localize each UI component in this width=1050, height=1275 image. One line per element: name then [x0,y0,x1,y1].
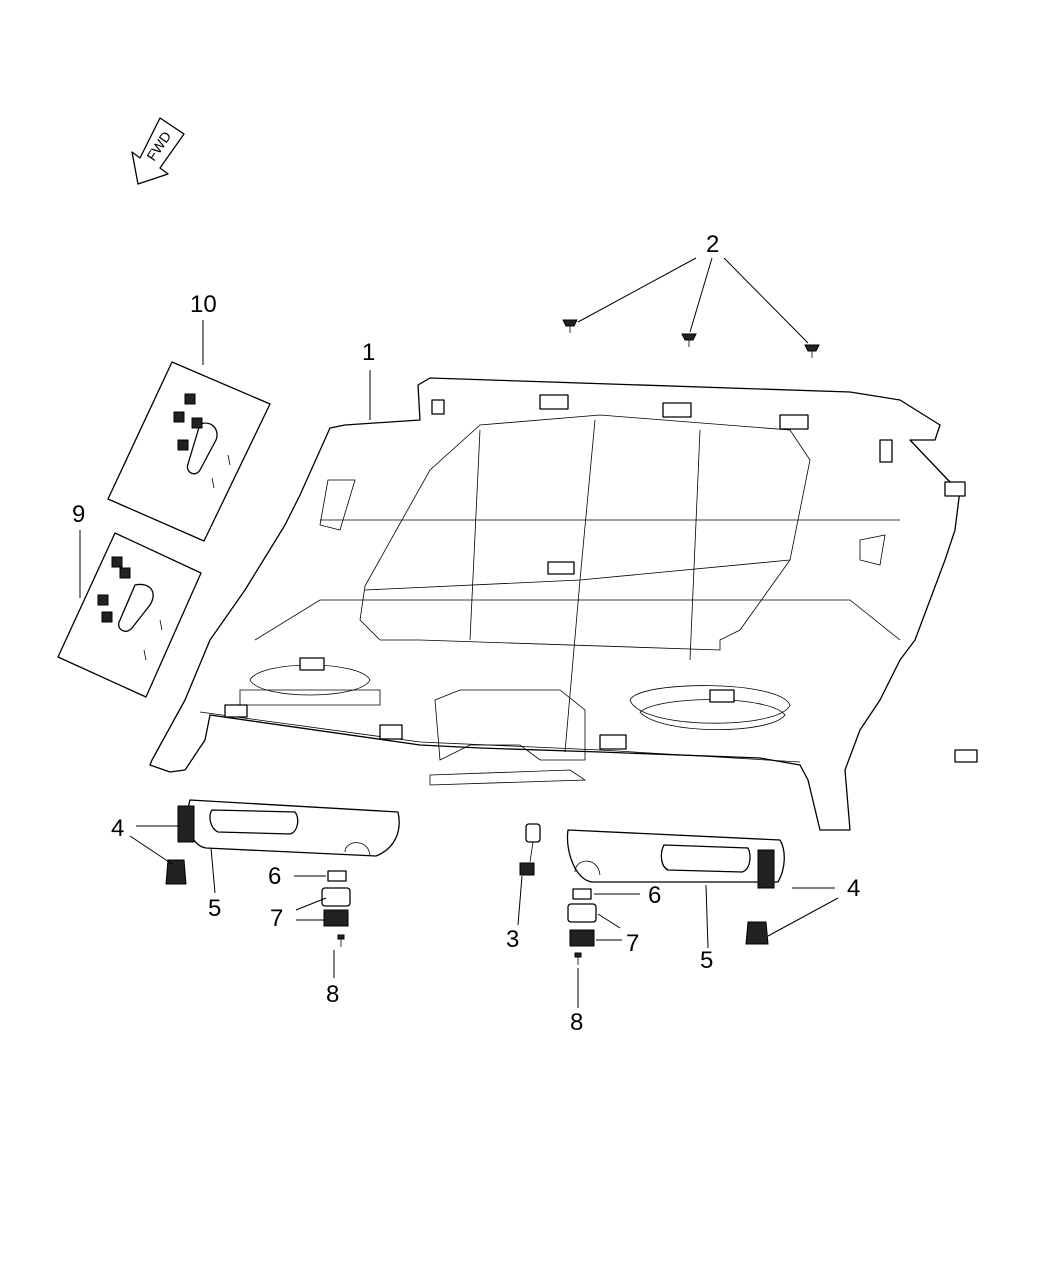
callout-1: 1 [362,339,375,366]
clip-icon [681,333,697,347]
callout-3: 3 [506,926,519,953]
callout-4-right: 4 [847,875,860,902]
visor-clip-part-6-right [572,888,592,900]
callout-8-right: 8 [570,1009,583,1036]
sun-visor-left [165,799,400,885]
screw-part-8-left [337,934,345,947]
screw-part-8-right [574,952,582,965]
dome-lamp-part-3 [519,823,541,876]
headliner-panel [142,377,978,831]
callout-4-left: 4 [111,815,124,842]
callout-2: 2 [706,231,719,258]
sun-visor-right [566,829,785,945]
visor-bracket-part-7-right [567,903,597,947]
visor-bracket-part-7-left [321,887,351,927]
callout-5-left: 5 [208,895,221,922]
callout-8-left: 8 [326,981,339,1008]
clip-icon [562,319,578,333]
callout-labels: 1 2 3 4 4 5 5 6 6 7 7 8 8 9 10 [72,231,860,1036]
visor-clip-part-6-left [327,870,347,882]
callout-5-right: 5 [700,947,713,974]
callout-10: 10 [190,291,217,318]
leader-lines [79,257,839,1008]
fwd-arrow-icon: FWD [131,117,185,185]
callout-9: 9 [72,501,85,528]
callout-7-right: 7 [626,930,639,957]
callout-6-left: 6 [268,863,281,890]
assist-handle-kit-box-9 [57,532,202,698]
callout-7-left: 7 [270,905,283,932]
assist-handle-kit-box-10 [107,361,271,542]
clip-icon [804,344,820,358]
clip-fasteners [562,319,820,358]
callout-6-right: 6 [648,882,661,909]
